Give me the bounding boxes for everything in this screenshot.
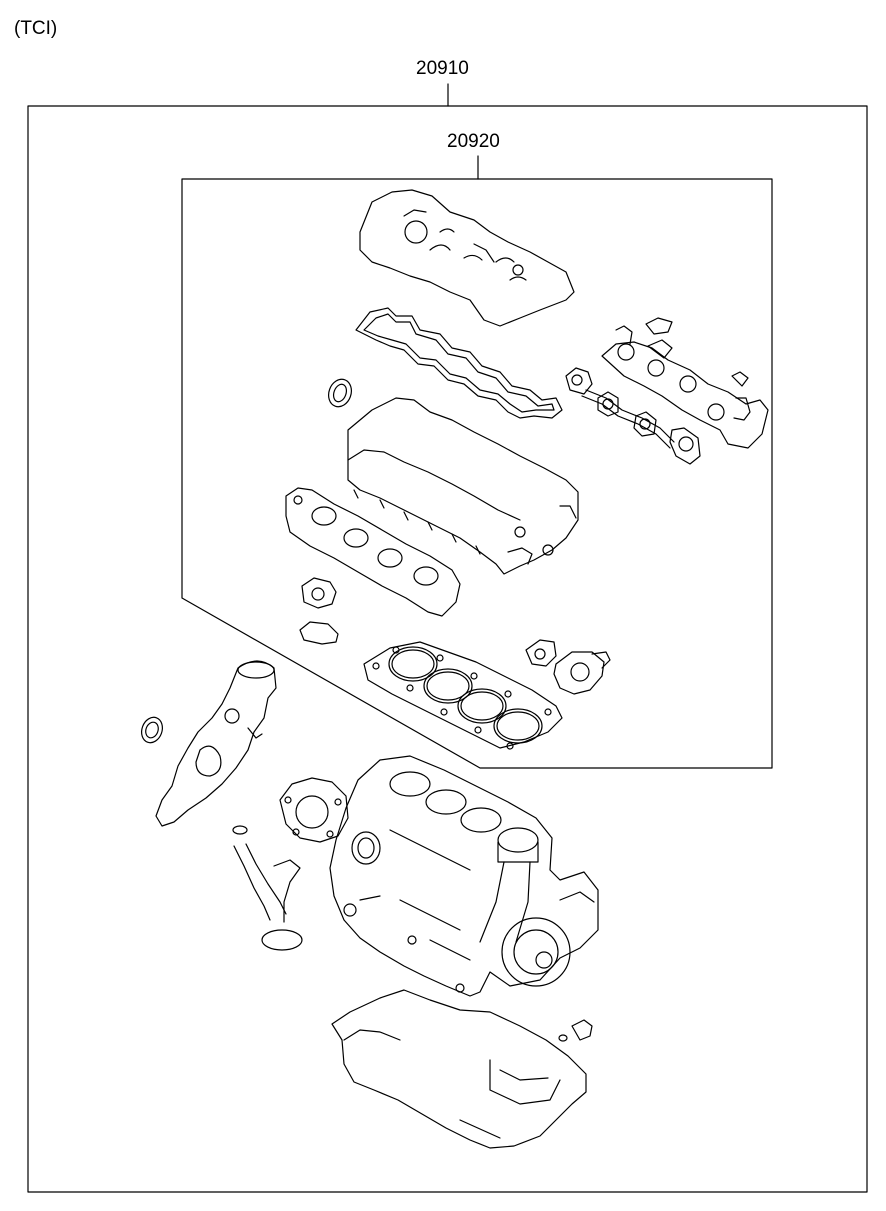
- outer-kit-frame: [27, 83, 868, 1193]
- engine-block: [329, 755, 599, 997]
- oil-pan: [331, 989, 587, 1149]
- thermostat-housing: [299, 577, 339, 645]
- water-outlet: [525, 639, 611, 695]
- oil-seal-front: [141, 716, 163, 744]
- rocker-cover-gasket: [355, 307, 563, 419]
- cylinder-head: [347, 397, 579, 575]
- callout-20910-label: 20910: [416, 58, 469, 79]
- variant-label: (TCI): [14, 18, 58, 39]
- callout-20920-label: 20920: [447, 131, 500, 152]
- cylinder-head-gasket: [363, 641, 563, 750]
- exhaust-manifold: [601, 317, 769, 449]
- exhaust-manifold-gasket: [565, 367, 701, 465]
- oil-seal-upper: [328, 378, 352, 408]
- inner-kit-frame: [181, 155, 773, 769]
- oil-strainer: [232, 825, 303, 951]
- intake-manifold-gasket: [285, 487, 461, 617]
- water-pump-gasket: [279, 777, 349, 843]
- rocker-cover-gasket-top: [359, 189, 575, 327]
- timing-cover: [155, 660, 277, 827]
- drain-plug: [558, 1019, 593, 1042]
